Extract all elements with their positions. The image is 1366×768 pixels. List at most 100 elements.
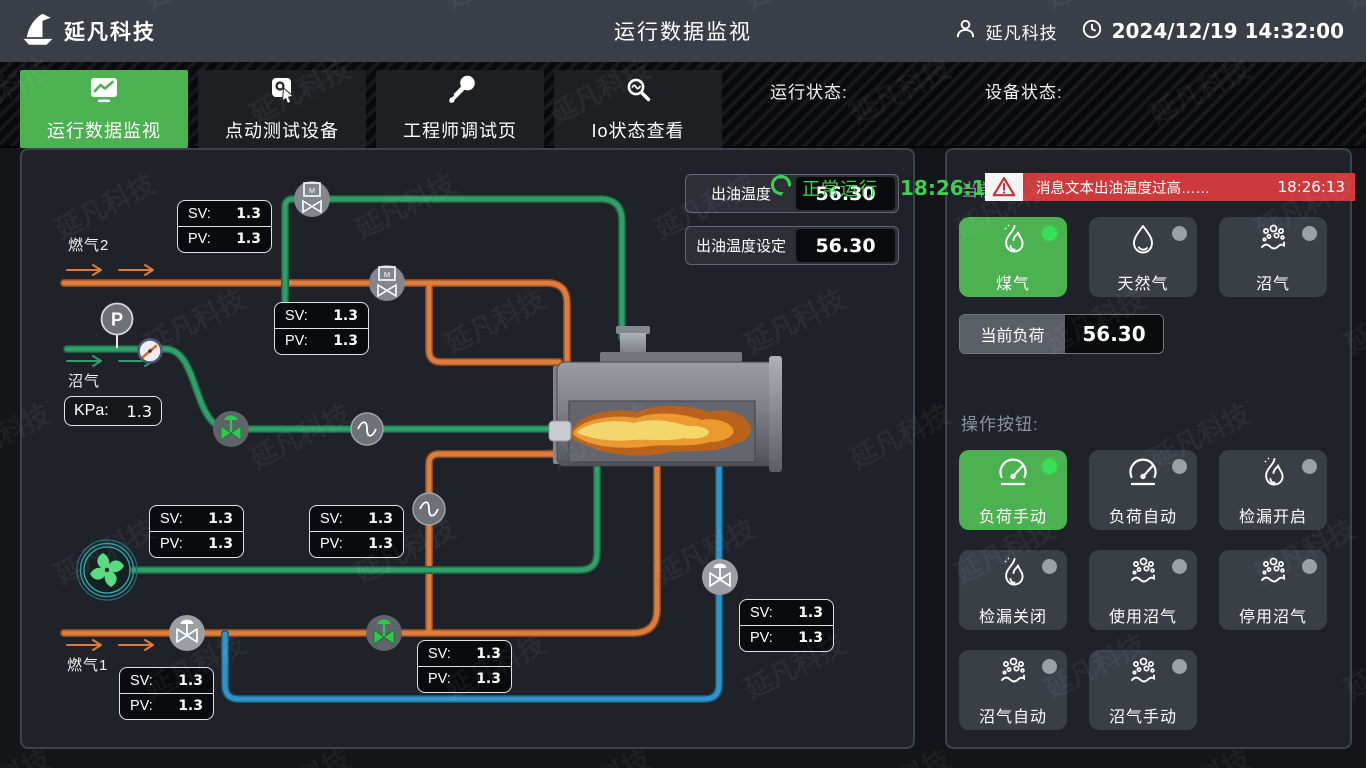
biogas-bubbles-icon [993,653,1033,698]
svpv-row: PV:1.3 [178,226,271,251]
svg-text:M: M [309,186,315,195]
topbar-right: 延凡科技 2024/12/19 14:32:00 [954,0,1344,62]
button-label: 使用沼气 [1108,609,1177,626]
biogas-bubbles-icon [1253,220,1293,265]
green-valve-icon [213,411,249,447]
svpv-row: SV: 1.3 [275,303,368,328]
pressure-gauge-icon [137,338,163,364]
op-button-4[interactable]: 使用沼气 [1089,550,1197,630]
oil-temp-display: 出油温度 56.30 [685,174,899,213]
sv-value: 1.3 [333,307,358,324]
sv-value: 1.3 [236,205,261,222]
status-dot [1172,659,1187,674]
svpv-row: SV: 1.3 [310,506,403,531]
burner-nozzle [548,420,572,442]
biogas-bubbles-icon [1123,553,1163,598]
user-icon [954,17,977,45]
alarm-time: 18:26:13 [1277,178,1345,196]
purge-pipe [221,459,723,703]
flame-icon [1253,453,1293,498]
tab-2[interactable]: 工程师调试页 [376,70,544,148]
pressure-indicator-icon: P [100,302,134,348]
svpv-row: PV:1.3 [275,328,368,353]
pv-value: 1.3 [236,231,261,247]
oil-temp-label: 出油温度 [710,186,771,203]
fuel-button-0[interactable]: 煤气 [959,217,1067,297]
sv-label: SV: [320,510,343,527]
button-label: 沼气 [1255,276,1290,293]
manual-valve-icon [169,615,205,651]
flow-meter-icon [350,412,384,446]
kpa-display: KPa: 1.3 [64,396,162,426]
run-state-text: 正常运行 [802,178,878,199]
tab-0[interactable]: 运行数据监视 [20,70,188,148]
tab-label: Io状态查看 [591,121,685,141]
run-state-time: 18:26:13 [900,175,1000,200]
button-label: 负荷自动 [1108,509,1177,526]
green-valve-icon [366,615,402,651]
fuel-button-1[interactable]: 天然气 [1089,217,1197,297]
tab-3[interactable]: Io状态查看 [554,70,722,148]
status-dot [1172,559,1187,574]
status-dot [1172,459,1187,474]
oil-temp-set-value[interactable]: 56.30 [796,229,895,262]
svpv-row: PV:1.3 [150,531,243,556]
oil-temp-set-display: 出油温度设定 56.30 [685,226,899,265]
op-button-7[interactable]: 沼气手动 [1089,650,1197,730]
svpv-row: PV:1.3 [120,693,213,718]
warning-triangle-icon [985,173,1023,201]
brand: 延凡科技 [20,11,156,52]
op-button-1[interactable]: 负荷自动 [1089,450,1197,530]
tab-1[interactable]: 点动测试设备 [198,70,366,148]
clock-icon [1081,18,1103,45]
motor-valve-icon: M [369,265,405,301]
status-dot [1042,226,1057,241]
sv-label: SV: [285,307,308,324]
svpv-row: SV:1.3 [150,506,243,531]
sv-value: 1.3 [368,510,393,527]
process-diagram-panel: M M P [20,148,915,749]
op-button-5[interactable]: 停用沼气 [1219,550,1327,630]
op-button-3[interactable]: 检漏关闭 [959,550,1067,630]
gas2-flow-arrows [66,264,154,276]
button-label: 沼气自动 [978,709,1047,726]
pv-value: 1.3 [178,698,203,714]
button-label: 检漏开启 [1238,509,1307,526]
biogas-label: 沼气 [68,373,101,390]
svg-text:M: M [384,270,390,279]
oil-temp-value: 56.30 [796,177,895,210]
op-button-6[interactable]: 沼气自动 [959,650,1067,730]
io-search-icon [623,75,653,110]
kpa-label: KPa: [74,402,109,419]
manual-valve-icon [702,559,738,595]
op-button-2[interactable]: 检漏开启 [1219,450,1327,530]
sv-value: 1.3 [208,510,233,527]
fan-icon [76,539,138,601]
fuel-button-2[interactable]: 沼气 [1219,217,1327,297]
alarm-banner[interactable]: 消息文本出油温度过高…… 18:26:13 [985,173,1355,201]
button-label: 负荷手动 [978,509,1047,526]
sv-label: SV: [428,645,451,662]
svpv-row: SV:1.3 [740,600,833,625]
op-button-0[interactable]: 负荷手动 [959,450,1067,530]
gas2-label: 燃气2 [68,237,110,254]
sv-value: 1.3 [476,645,501,662]
svg-text:P: P [111,310,123,330]
status-dot [1042,559,1057,574]
biogas-bubbles-icon [1253,553,1293,598]
tab-label: 运行数据监视 [47,121,161,141]
pv-label: PV: [160,536,183,552]
recycle-icon [768,172,794,203]
pv-label: PV: [428,671,451,687]
button-label: 停用沼气 [1238,609,1307,626]
touch-test-icon [267,75,297,110]
user-name: 延凡科技 [985,23,1058,43]
pv-value: 1.3 [333,333,358,349]
svpv-row: SV: 1.3 [418,641,511,666]
